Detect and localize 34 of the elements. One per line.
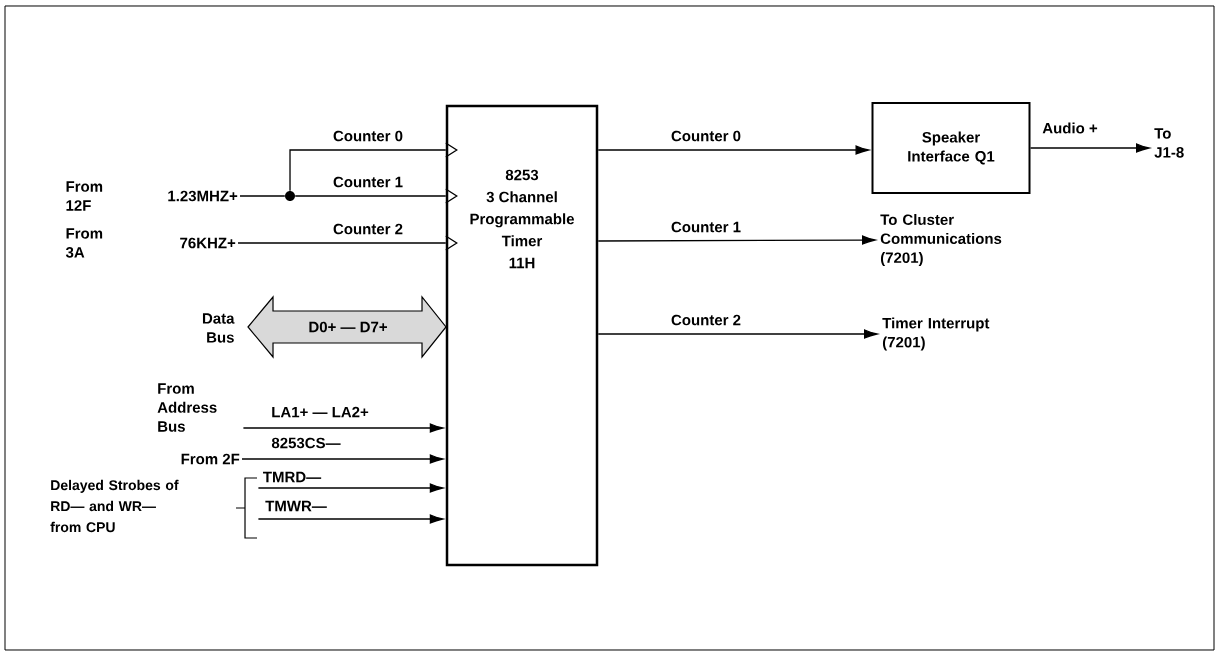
destination-label: Timer Interrupt (7201) [882, 317, 990, 351]
signal-label: 1.23MHZ+ [168, 190, 238, 202]
source-label: From 2F [181, 453, 240, 465]
edge-label: Counter 1 [670, 220, 742, 234]
pin-label: From 3A [65, 228, 103, 258]
edge-label: TMRD— [261, 470, 323, 484]
arrow [257, 483, 444, 493]
arrow [237, 235, 458, 251]
arrow [597, 329, 878, 339]
edge-label: Counter 2 [332, 222, 404, 236]
arrow [1029, 143, 1150, 153]
edge-label: Counter 2 [670, 313, 742, 327]
source-label: Delayed Strobes of RD— and WR— from CPU [50, 477, 258, 539]
arrow [597, 235, 876, 245]
destination-label: To J1-8 [1154, 128, 1184, 158]
arrow [597, 145, 869, 155]
edge-label: Counter 0 [332, 129, 404, 143]
edge-label: Counter 1 [332, 175, 404, 189]
arrow [241, 454, 444, 464]
interface-box: Speaker Interface Q1 [871, 102, 1031, 194]
arrow [289, 142, 458, 192]
timer-box: 8253 3 Channel Programmable Timer 11H [445, 104, 599, 567]
arrow [257, 514, 444, 524]
source-label: From Address Bus [157, 383, 217, 432]
destination-label: To Cluster Communications (7201) [880, 214, 1002, 266]
signal-label: 76KHZ+ [180, 237, 236, 249]
edge-label: LA1+ — LA2+ [270, 405, 370, 419]
edge-label: Audio + [1041, 121, 1099, 135]
arrow [294, 188, 458, 204]
arrow [242, 423, 444, 433]
edge-label: Counter 0 [670, 129, 742, 143]
pin-label: From 12F [66, 181, 103, 211]
edge-label: 8253CS— [270, 436, 342, 450]
edge-label: TMWR— [264, 499, 328, 513]
